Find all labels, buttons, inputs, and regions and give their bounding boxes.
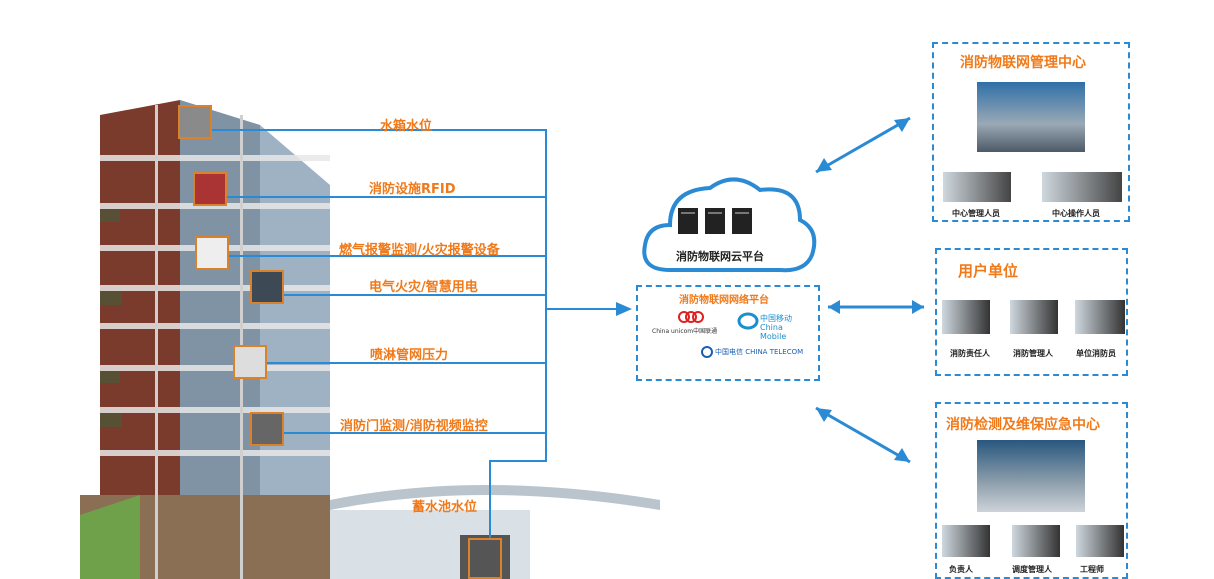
electrical-fire-sensor xyxy=(250,270,284,304)
center-staff-2-image xyxy=(1042,172,1122,202)
line-1 xyxy=(212,129,546,131)
server-icon xyxy=(678,208,752,234)
carrier-mobile: 中国移动 China Mobile xyxy=(760,314,792,341)
pressure-gauge-sensor xyxy=(233,345,267,379)
china-telecom-logo-icon xyxy=(701,346,713,358)
control-room-image xyxy=(977,82,1085,152)
emergency-room-image xyxy=(977,440,1085,512)
sensor-label-rfid: 消防设施RFID xyxy=(369,182,456,197)
sensor-label-reservoir: 蓄水池水位 xyxy=(412,500,478,515)
role-center-manager: 中心管理人员 xyxy=(952,209,1000,218)
user-role-1-image xyxy=(942,300,990,334)
maint-role-2-image xyxy=(1012,525,1060,557)
user-unit-title: 用户单位 xyxy=(958,262,1019,280)
role-person-in-charge: 负责人 xyxy=(949,565,973,574)
network-platform-title: 消防物联网网络平台 xyxy=(679,295,769,306)
arrow-horizontal-icon xyxy=(828,300,924,314)
role-engineer: 工程师 xyxy=(1080,565,1104,574)
sensor-label-water-tank: 水箱水位 xyxy=(380,119,433,134)
maint-role-3-image xyxy=(1076,525,1124,557)
user-role-2-image xyxy=(1010,300,1058,334)
network-platform-box xyxy=(636,285,820,381)
role-fire-manager: 消防管理人 xyxy=(1013,349,1053,358)
line-4 xyxy=(284,294,546,296)
management-center-box xyxy=(932,42,1130,222)
role-center-operator: 中心操作人员 xyxy=(1052,209,1100,218)
sensor-label-door-video: 消防门监测/消防视频监控 xyxy=(340,419,488,434)
rfid-extinguisher-sensor xyxy=(193,172,227,206)
carrier-telecom: 中国电信 CHINA TELECOM xyxy=(715,348,804,356)
arrow-right-icon xyxy=(616,302,632,316)
line-3 xyxy=(229,255,546,257)
sensor-label-sprinkler: 喷淋管网压力 xyxy=(370,348,449,363)
maintenance-center-title: 消防检测及维保应急中心 xyxy=(946,417,1100,433)
maintenance-center-box xyxy=(935,402,1128,579)
center-staff-1-image xyxy=(943,172,1011,202)
water-tank-sensor xyxy=(178,105,212,139)
maint-role-1-image xyxy=(942,525,990,557)
line-5 xyxy=(267,362,546,364)
arrow-down-right-icon xyxy=(815,406,911,464)
arrow-up-right-icon xyxy=(815,116,911,174)
carrier-unicom: China unicom中国联通 xyxy=(652,328,718,335)
line-6 xyxy=(284,432,546,434)
bus-vertical xyxy=(545,129,547,462)
management-center-title: 消防物联网管理中心 xyxy=(960,55,1086,71)
reservoir-vertical xyxy=(489,460,491,538)
building-illustration xyxy=(80,100,330,579)
door-camera-sensor xyxy=(250,412,284,446)
user-unit-box xyxy=(935,248,1128,376)
bus-to-network xyxy=(547,308,622,310)
user-role-3-image xyxy=(1075,300,1125,334)
role-dispatch-manager: 调度管理人 xyxy=(1012,565,1052,574)
smoke-detector-sensor xyxy=(195,236,229,270)
role-unit-firefighter: 单位消防员 xyxy=(1076,349,1116,358)
line-7 xyxy=(489,460,546,462)
cloud-shape xyxy=(642,177,817,273)
sensor-label-electrical: 电气火灾/智慧用电 xyxy=(369,280,478,295)
line-2 xyxy=(227,196,546,198)
china-mobile-logo-icon xyxy=(737,312,759,330)
china-unicom-logo-icon xyxy=(678,311,704,323)
sensor-label-gas-fire-alarm: 燃气报警监测/火灾报警设备 xyxy=(339,243,500,258)
role-fire-responsible: 消防责任人 xyxy=(950,349,990,358)
cloud-label: 消防物联网云平台 xyxy=(676,250,764,263)
reservoir-sensor xyxy=(468,538,502,579)
